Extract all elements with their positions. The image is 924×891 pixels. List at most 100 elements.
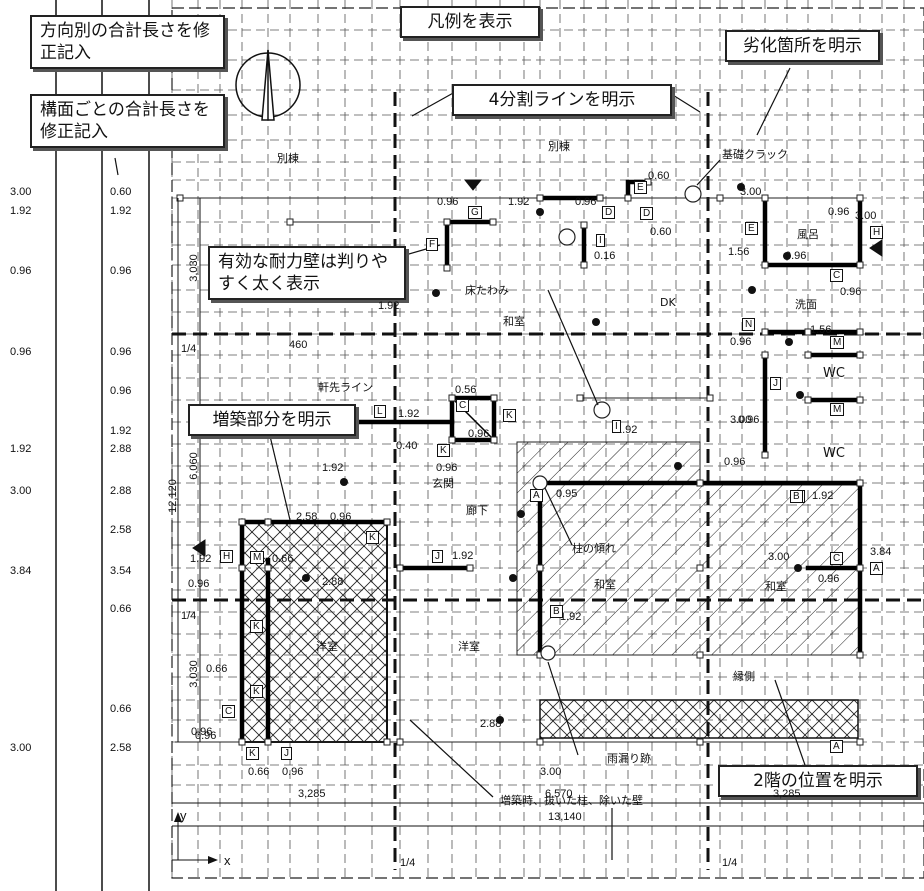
column-nodes	[176, 178, 864, 746]
wall-type-tag: K	[246, 747, 259, 760]
wall-type-tag: D	[640, 207, 654, 220]
column-node	[856, 738, 864, 746]
column-node	[264, 738, 272, 746]
dimension-3285-left: 3,285	[298, 788, 326, 800]
plane-total-value: 0.60	[110, 186, 132, 198]
wall-length-value: 0.96	[738, 414, 760, 426]
column-node	[856, 396, 864, 404]
plane-total-value: 2.58	[110, 742, 132, 754]
wall-type-tag: D	[602, 206, 616, 219]
column-node	[443, 218, 451, 226]
column-node	[804, 396, 812, 404]
column-node	[238, 518, 246, 526]
column-node	[856, 651, 864, 659]
wall-type-tag: A	[830, 740, 843, 753]
wall-type-tag: C	[222, 705, 236, 718]
dimension-13140: 13,140	[548, 811, 582, 823]
column-node	[238, 564, 246, 572]
column-node	[856, 351, 864, 359]
room-western-2: 洋室	[458, 640, 480, 653]
plane-total-value: 2.88	[110, 485, 132, 497]
column-node	[761, 261, 769, 269]
wall-length-value: 0.95	[556, 488, 578, 500]
wall-length-value: 1.56	[728, 246, 750, 258]
leak-trace-label: 雨漏り跡	[607, 752, 651, 765]
wall-length-value: 0.96	[437, 196, 459, 208]
column-node	[856, 479, 864, 487]
plane-total-value: 2.88	[110, 443, 132, 455]
quarter-mark-bottom-right: 1/4	[722, 857, 738, 869]
wall-type-tag: E	[634, 181, 647, 194]
wall-length-value: 0.96	[191, 726, 213, 738]
wall-length-value: 0.96	[468, 428, 490, 440]
room-veranda: 縁側	[733, 670, 755, 683]
callout-addition: 増築部分を明示	[188, 404, 356, 436]
wall-type-tag: J	[432, 550, 443, 563]
wall-type-tag: I	[612, 420, 621, 433]
wall-type-tag: J	[770, 377, 781, 390]
plane-total-value: 0.96	[110, 265, 132, 277]
wall-type-tag: K	[250, 620, 263, 633]
site-boundary	[171, 7, 924, 879]
wall-length-value: 0.66	[248, 766, 270, 778]
wall-length-value: 0.96	[724, 456, 746, 468]
left-table-rules	[55, 0, 150, 891]
wall-length-value: 0.96	[785, 250, 807, 262]
wall-length-value: 1.92	[190, 553, 212, 565]
plane-total-value: 0.66	[110, 703, 132, 715]
column-node	[716, 194, 724, 202]
column-node	[490, 436, 498, 444]
column-node	[536, 194, 544, 202]
wall-type-tag: A	[530, 489, 543, 502]
column-node	[383, 518, 391, 526]
column-node	[536, 738, 544, 746]
column-node	[761, 328, 769, 336]
callout-walls: 有効な耐力壁は判りやすく太く表示	[208, 246, 406, 300]
direction-total-value: 0.96	[10, 346, 32, 358]
wall-length-value: 0.96	[575, 196, 597, 208]
column-node	[490, 394, 498, 402]
wall-length-value: 2.58	[296, 511, 318, 523]
axis-label-x: x	[224, 853, 231, 868]
wall-length-value: 1.56	[810, 324, 832, 336]
column-node	[761, 194, 769, 202]
room-dk: DK	[660, 296, 676, 309]
dimension-3285-right: 3,285	[773, 788, 801, 800]
wall-length-value: 0.96	[188, 578, 210, 590]
direction-total-value: 0.96	[10, 265, 32, 277]
wall-type-tag: K	[437, 444, 450, 457]
column-node	[489, 218, 497, 226]
wall-length-value: 1.92	[398, 408, 420, 420]
wall-length-value: 3.00	[740, 186, 762, 198]
quarter-mark-top: 1/4	[181, 343, 197, 355]
room-hallway: 廊下	[466, 504, 488, 517]
dimension-3030-bottom: 3,030	[187, 660, 200, 688]
wall-length-value: 0.66	[206, 663, 228, 675]
callout-leaders	[114, 67, 806, 860]
eave-line-label: 軒先ライン	[318, 381, 373, 394]
dimension-6570: 6,570	[545, 788, 573, 800]
floor-sag-label: 床たわみ	[465, 284, 509, 297]
column-node	[286, 218, 294, 226]
quarter-mark-bottom-left: 1/4	[400, 857, 416, 869]
column-node	[624, 194, 632, 202]
wall-length-value: 0.60	[650, 226, 672, 238]
wall-length-value: 1.92	[378, 300, 400, 312]
pillar-tilt-label: 柱の傾れ	[572, 542, 616, 555]
wall-length-value: 0.40	[396, 440, 418, 452]
wall-length-value: 1.92	[812, 490, 834, 502]
room-entrance: 玄関	[432, 477, 454, 490]
room-washroom: 洗面	[795, 298, 817, 311]
column-node	[580, 221, 588, 229]
column-node	[856, 261, 864, 269]
wall-length-value: 0.96	[828, 206, 850, 218]
column-node	[856, 328, 864, 336]
callout-deterioration: 劣化箇所を明示	[725, 30, 880, 62]
wall-length-value: 2.88	[480, 718, 502, 730]
column-node	[448, 394, 456, 402]
room-washitsu-2: 和室	[594, 578, 616, 591]
wall-length-value: 0.96	[436, 462, 458, 474]
wall-length-value: 3.00	[730, 414, 752, 426]
column-node	[264, 518, 272, 526]
room-wc-2: WC	[823, 446, 845, 461]
